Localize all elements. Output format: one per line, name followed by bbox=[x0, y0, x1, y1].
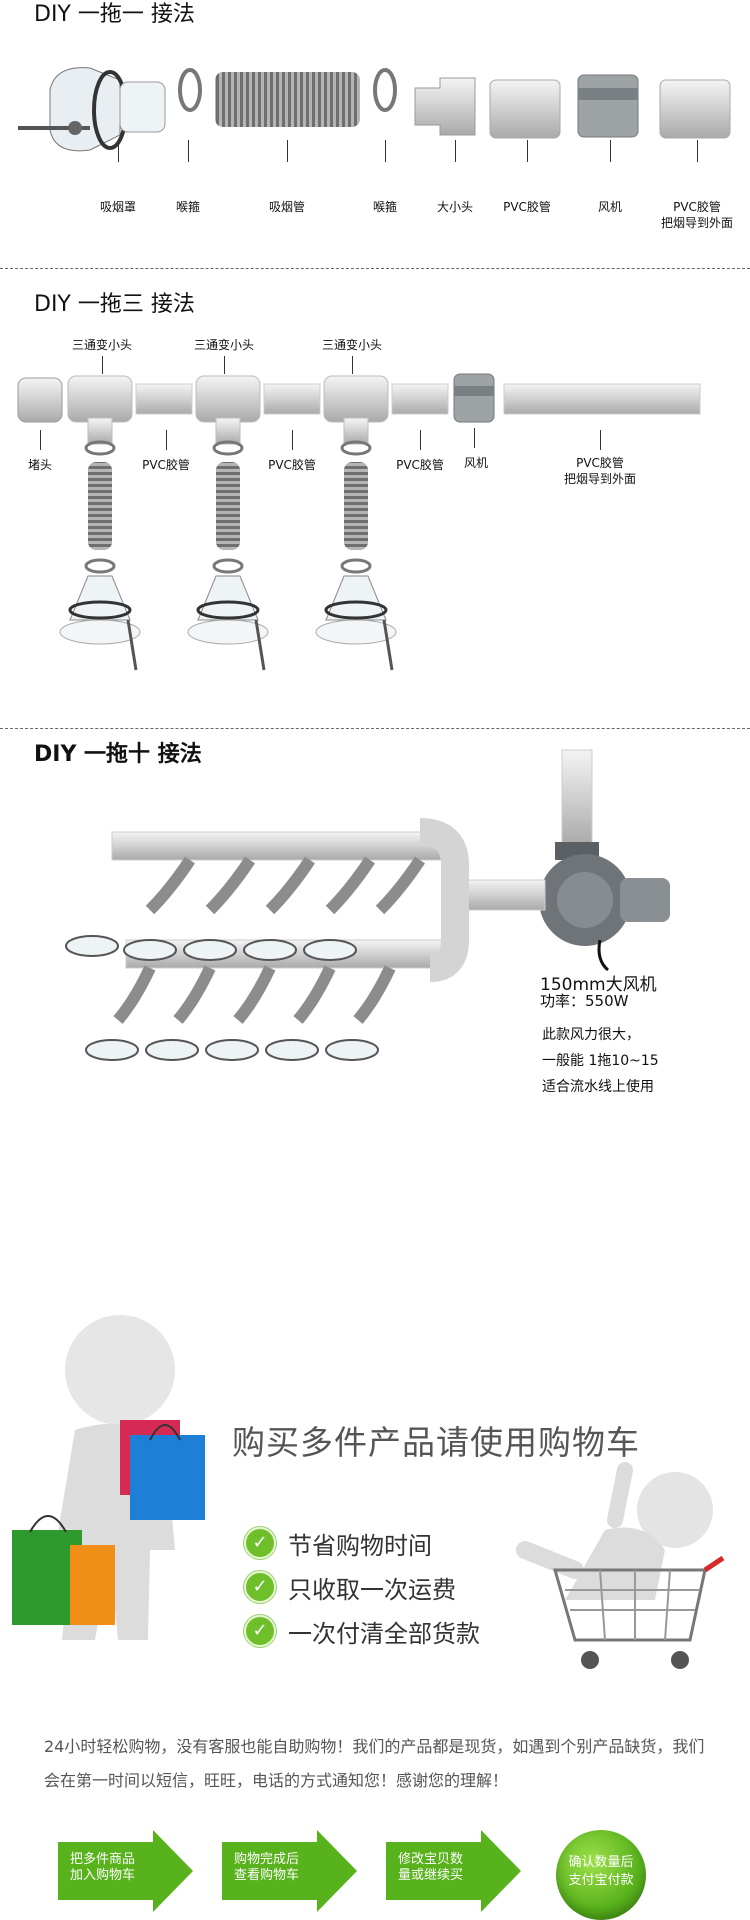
end-cap-icon bbox=[17, 377, 63, 423]
fan-model: 150mm大风机 bbox=[540, 975, 657, 995]
pvc-pipe-icon bbox=[489, 79, 561, 139]
hose-drop-3 bbox=[315, 440, 397, 671]
label-vent-outside: 把烟导到外面 bbox=[660, 216, 734, 230]
fan-power: 功率：550W bbox=[540, 992, 629, 1010]
shopping-cart-icon bbox=[553, 1555, 725, 1669]
check-icon: ✓ bbox=[244, 1615, 276, 1647]
cart-bullet: ✓ 一次付清全部货款 bbox=[244, 1614, 480, 1648]
label-pvc-pipe: PVC胶管 bbox=[396, 458, 444, 472]
large-fan-icon bbox=[539, 842, 670, 972]
step-arrow-3[interactable] bbox=[386, 1830, 521, 1912]
label-tee: 三通变小头 bbox=[193, 338, 255, 352]
orange-bag-icon bbox=[70, 1545, 115, 1625]
pvc-pipe-icon bbox=[659, 79, 731, 139]
cart-notice: 24小时轻松购物，没有客服也能自助购物！我们的产品都是现货，如遇到个别产品缺货，… bbox=[44, 1737, 705, 1790]
fan-note-line: 适合流水线上使用 bbox=[542, 1079, 654, 1095]
lower-drops bbox=[85, 965, 396, 1061]
check-icon: ✓ bbox=[244, 1571, 276, 1603]
final-step-text: 确认数量后支付宝付款 bbox=[568, 1855, 634, 1888]
hose-drop-2 bbox=[187, 440, 269, 671]
hose-icon bbox=[215, 72, 360, 127]
tee-icon bbox=[67, 375, 133, 445]
label-tee: 三通变小头 bbox=[71, 338, 133, 352]
upper-drops bbox=[65, 856, 425, 961]
cart-bullet-text: 一次付清全部货款 bbox=[288, 1619, 480, 1648]
label-reducer: 大小头 bbox=[436, 200, 474, 214]
label-pvc-pipe: PVC胶管 bbox=[503, 200, 551, 214]
label-vent-outside: 把烟导到外面 bbox=[563, 472, 637, 486]
divider bbox=[0, 268, 750, 269]
step-text-1: 把多件商品加入购物车 bbox=[70, 1852, 136, 1883]
label-fan: 风机 bbox=[597, 200, 623, 214]
reducer-icon bbox=[414, 77, 476, 136]
clamp-icon bbox=[178, 68, 202, 112]
tee-icon bbox=[323, 375, 389, 445]
cart-bullet-text: 节省购物时间 bbox=[288, 1531, 432, 1560]
pvc-pipe-icon bbox=[263, 383, 321, 415]
clamp-icon bbox=[373, 68, 397, 112]
fan-icon bbox=[453, 373, 495, 423]
check-icon: ✓ bbox=[244, 1527, 276, 1559]
divider bbox=[0, 728, 750, 729]
label-pvc-pipe: PVC胶管 bbox=[142, 458, 190, 472]
section1-title: DIY 一拖一 接法 bbox=[34, 2, 195, 27]
cart-bullet-text: 只收取一次运费 bbox=[288, 1575, 456, 1604]
section2-illustration bbox=[17, 373, 701, 671]
section1-illustration bbox=[18, 67, 731, 152]
shopper-figure-illustration bbox=[12, 1315, 205, 1640]
tee-icon bbox=[195, 375, 261, 445]
step-text-3: 修改宝贝数量或继续买 bbox=[398, 1852, 464, 1883]
smoke-hood-icon bbox=[18, 67, 166, 152]
section3-title: DIY 一拖十 接法 bbox=[34, 742, 202, 767]
blue-bag-icon bbox=[130, 1435, 205, 1520]
label-pvc-pipe: PVC胶管 bbox=[576, 456, 624, 470]
cart-title: 购买多件产品请使用购物车 bbox=[232, 1423, 640, 1462]
label-end-cap: 堵头 bbox=[27, 458, 53, 472]
section2-title: DIY 一拖三 接法 bbox=[34, 292, 195, 317]
pvc-pipe-icon bbox=[135, 383, 193, 415]
label-smoke-hood: 吸烟罩 bbox=[99, 200, 137, 214]
cart-rider-illustration bbox=[516, 1462, 725, 1669]
hose-drop-1 bbox=[59, 440, 141, 671]
cart-bullet: ✓ 节省购物时间 bbox=[244, 1526, 432, 1560]
label-pvc-pipe: PVC胶管 bbox=[673, 200, 721, 214]
step-arrow-1[interactable] bbox=[58, 1830, 193, 1912]
label-fan: 风机 bbox=[463, 456, 489, 470]
section3-illustration bbox=[65, 749, 670, 1061]
label-hose: 吸烟管 bbox=[268, 200, 306, 214]
label-clamp: 喉箍 bbox=[372, 200, 398, 214]
pvc-pipe-icon bbox=[503, 383, 701, 415]
step-arrow-2[interactable] bbox=[222, 1830, 357, 1912]
label-tee: 三通变小头 bbox=[321, 338, 383, 352]
pvc-pipe-icon bbox=[391, 383, 449, 415]
step-text-2: 购物完成后查看购物车 bbox=[234, 1852, 300, 1883]
fan-note-line: 一般能 1拖10~15 bbox=[542, 1053, 659, 1069]
fan-note-line: 此款风力很大， bbox=[542, 1027, 640, 1043]
label-pvc-pipe: PVC胶管 bbox=[268, 458, 316, 472]
final-step-button[interactable]: 确认数量后支付宝付款 bbox=[556, 1830, 646, 1920]
cart-bullet: ✓ 只收取一次运费 bbox=[244, 1570, 456, 1604]
fan-icon bbox=[577, 74, 639, 138]
label-clamp: 喉箍 bbox=[175, 200, 201, 214]
